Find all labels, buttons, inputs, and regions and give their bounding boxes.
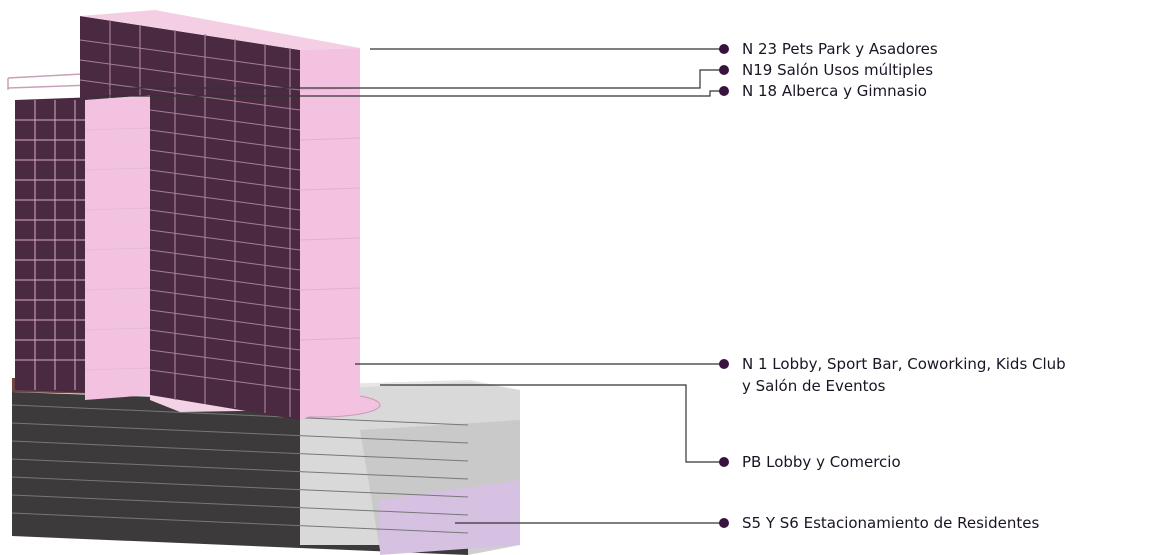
leader-lines bbox=[90, 48, 722, 524]
leader-n19 bbox=[110, 69, 722, 89]
label-n1-line2: y Salón de Eventos bbox=[742, 377, 886, 395]
dot-s56 bbox=[719, 518, 729, 528]
label-s56: S5 Y S6 Estacionamiento de Residentes bbox=[742, 514, 1040, 532]
label-n18: N 18 Alberca y Gimnasio bbox=[742, 82, 927, 100]
leader-dots bbox=[719, 44, 729, 528]
tall-tower-side-face bbox=[300, 48, 360, 420]
tall-tower-front-face bbox=[80, 16, 300, 420]
dot-n23 bbox=[719, 44, 729, 54]
leader-pb bbox=[380, 384, 722, 463]
leader-n18 bbox=[90, 90, 722, 97]
label-n19: N19 Salón Usos múltiples bbox=[742, 61, 934, 79]
tall-tower-top bbox=[80, 10, 360, 50]
parking-strip bbox=[380, 480, 520, 555]
short-tower-pink-face bbox=[85, 95, 150, 400]
dot-pb bbox=[719, 457, 729, 467]
short-tower bbox=[7, 71, 151, 400]
label-n1: N 1 Lobby, Sport Bar, Coworking, Kids Cl… bbox=[742, 355, 1066, 396]
tall-tower bbox=[79, 10, 361, 420]
label-n1-line1: N 1 Lobby, Sport Bar, Coworking, Kids Cl… bbox=[742, 355, 1066, 373]
dot-n1 bbox=[719, 359, 729, 369]
label-n23: N 23 Pets Park y Asadores bbox=[742, 40, 938, 58]
dot-n19 bbox=[719, 65, 729, 75]
dot-n18 bbox=[719, 86, 729, 96]
label-pb: PB Lobby y Comercio bbox=[742, 453, 901, 471]
